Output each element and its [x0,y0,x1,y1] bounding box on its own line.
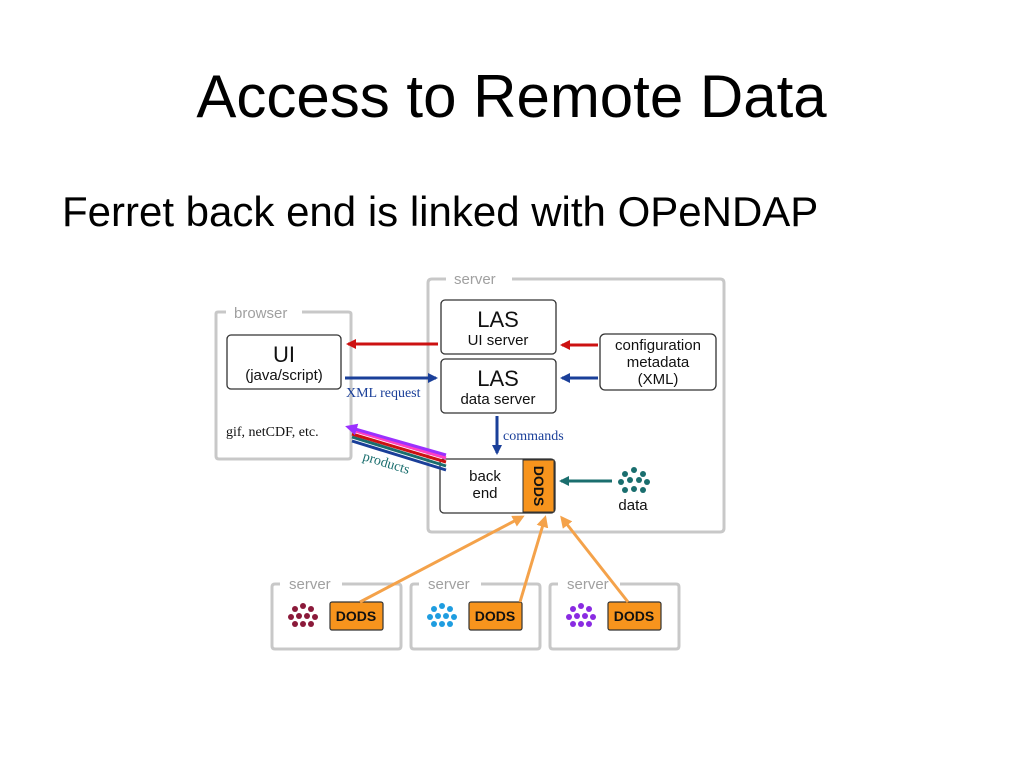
configuration-metadata-box: configuration metadata (XML) [599,333,717,391]
las-ui-server-box: LAS UI server [440,299,557,355]
outputs-text: gif, netCDF, etc. [226,425,319,440]
remote-2-to-dods-arrow [518,515,549,603]
remote-3-to-dods-arrow [560,515,630,603]
remote-1-to-dods-arrow [359,515,525,604]
slide-subtitle: Ferret back end is linked with OPeNDAP [62,188,819,235]
las-ui-title: LAS [477,307,519,332]
las-data-subtitle: data server [460,391,535,408]
ui-box: UI (java/script) [226,334,342,390]
remote-server-1: server DODS [270,576,403,651]
browser-group: browser [214,305,353,461]
remote-dods-1: DODS [336,608,376,624]
config-line1: configuration [615,337,701,354]
remote-server-2: server DODS [409,576,542,651]
remote-dods-2: DODS [475,608,515,624]
data-dots-icon [618,467,650,493]
products-arrow [345,423,447,472]
las-data-server-box: LAS data server [440,358,557,414]
back-end-dods-label: DODS [531,466,547,506]
remote-server-2-label: server [428,576,470,593]
ui-box-title: UI [273,342,295,367]
data-label: data [618,497,648,514]
xml-request-label: XML request [346,386,421,401]
server-group: server [426,271,726,534]
config-line2: metadata [627,354,690,371]
remote-server-3-label: server [567,576,609,593]
las-ui-subtitle: UI server [468,332,529,349]
back-end-line2: end [472,485,497,502]
las-data-title: LAS [477,366,519,391]
config-line3: (XML) [638,371,679,388]
remote-server-3: server DODS [548,576,681,651]
commands-label: commands [503,429,564,444]
remote-data-dots-icon-3 [566,603,596,627]
remote-data-dots-icon-1 [288,603,318,627]
back-end-line1: back [469,468,501,485]
server-group-label: server [454,271,496,288]
ui-box-subtitle: (java/script) [245,367,323,384]
remote-server-1-label: server [289,576,331,593]
slide-title: Access to Remote Data [196,63,827,130]
remote-data-dots-icon-2 [427,603,457,627]
back-end-box: back end DODS [439,458,556,514]
browser-group-label: browser [234,305,287,322]
remote-dods-3: DODS [614,608,654,624]
